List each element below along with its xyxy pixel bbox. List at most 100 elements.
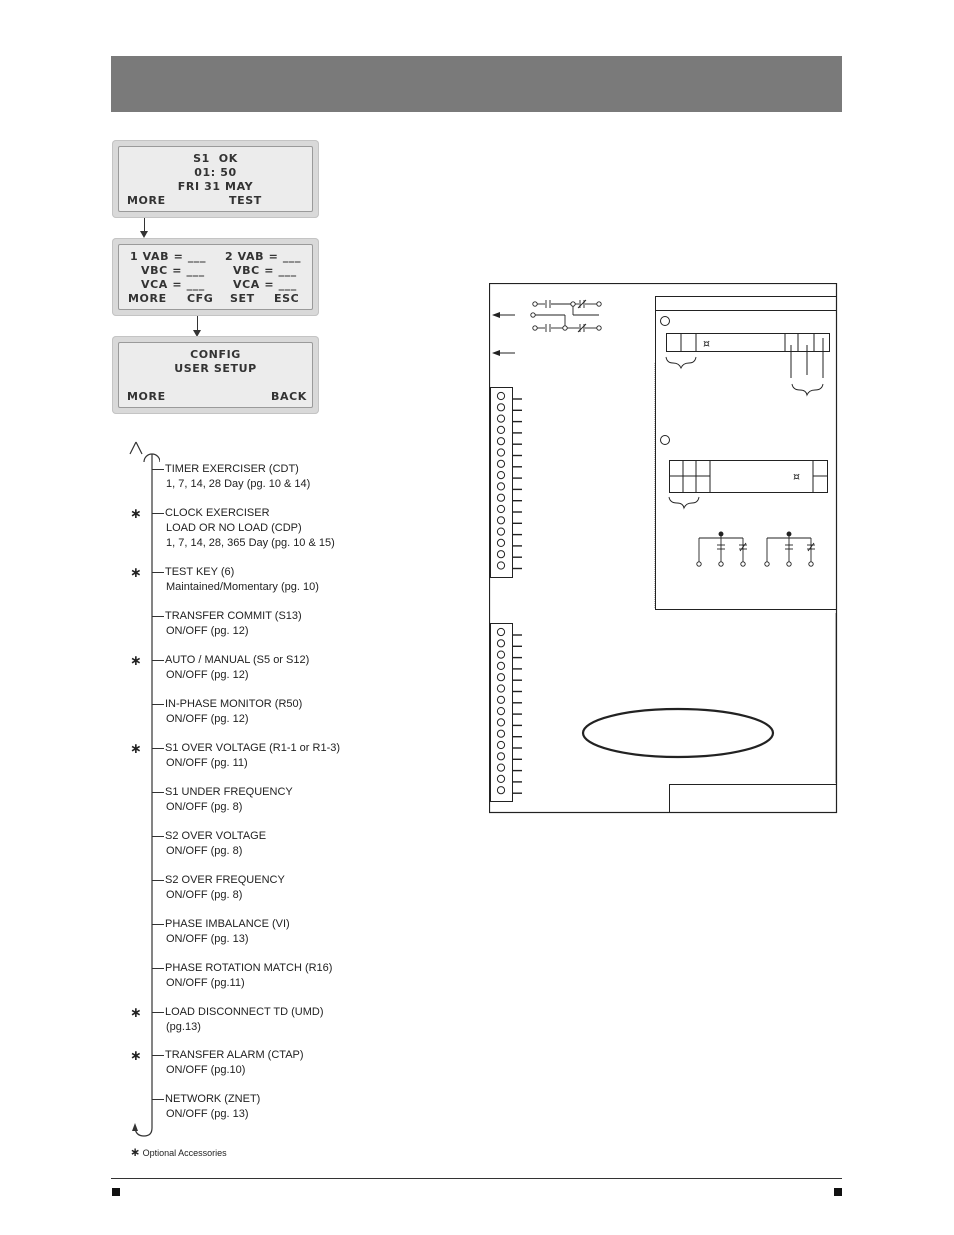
menu-item-title: IN-PHASE MONITOR (R50) — [165, 698, 303, 710]
relay-symbol: ¤ — [703, 337, 710, 350]
lcd-screen-voltage: 1 VAB = ___ 2 VAB = ___ VBC = ___ VBC = … — [112, 238, 319, 316]
terminal-screw — [496, 774, 506, 783]
menu-item-title: TRANSFER COMMIT (S13) — [165, 610, 302, 622]
terminal-screw — [496, 673, 506, 682]
header-bar — [111, 56, 842, 112]
menu-item-title: PHASE IMBALANCE (VI) — [165, 918, 290, 930]
terminal-screw — [496, 550, 506, 559]
lcd-value: VBC = ___ — [233, 264, 297, 277]
terminal-screw — [496, 684, 506, 693]
lcd-screen-status: S1 OK 01: 50 FRI 31 MAY MORE TEST — [112, 140, 319, 218]
terminal-screw — [496, 414, 506, 423]
lcd-line: 01: 50 — [194, 166, 237, 179]
menu-item-sub: LOAD OR NO LOAD (CDP) — [166, 522, 302, 534]
softkey-set[interactable]: SET — [230, 292, 255, 305]
terminal-screw — [496, 493, 506, 502]
flow-arrow-head — [193, 330, 201, 337]
footer-marker-right — [834, 1188, 842, 1196]
optional-marker: ∗ — [130, 741, 142, 757]
terminal-screw — [496, 650, 506, 659]
menu-item-sub: 1, 7, 14, 28, 365 Day (pg. 10 & 15) — [166, 537, 335, 549]
lcd-value: VCA = ___ — [141, 278, 205, 291]
menu-item-sub: ON/OFF (pg. 12) — [166, 669, 249, 681]
menu-item-sub: ON/OFF (pg. 12) — [166, 625, 249, 637]
terminal-screw — [496, 403, 506, 412]
legend: ∗ Optional Accessories — [130, 1145, 227, 1159]
terminal-screw — [496, 718, 506, 727]
terminal-screw — [496, 729, 506, 738]
terminal-block-lower — [496, 627, 522, 795]
menu-item-title: AUTO / MANUAL (S5 or S12) — [165, 654, 310, 666]
lcd-line: S1 OK — [193, 152, 238, 165]
terminal-screw — [496, 482, 506, 491]
terminal-screw — [496, 391, 506, 401]
flow-arrow — [197, 316, 198, 332]
softkey-more[interactable]: MORE — [128, 292, 167, 305]
menu-item-sub: ON/OFF (pg.10) — [166, 1064, 246, 1076]
terminal-screw — [496, 516, 506, 525]
lcd-screen-config: CONFIG USER SETUP MORE BACK — [112, 336, 319, 414]
optional-marker: ∗ — [130, 1005, 142, 1021]
flow-arrow — [144, 218, 145, 233]
terminal-screw — [496, 707, 506, 716]
menu-item-title: TRANSFER ALARM (CTAP) — [165, 1049, 304, 1061]
lcd-line: CONFIG — [190, 348, 241, 361]
terminal-screw — [496, 695, 506, 704]
relay-contacts — [530, 299, 602, 333]
terminal-screw — [496, 661, 506, 670]
legend-text: Optional Accessories — [142, 1148, 227, 1158]
terminal-block-upper — [496, 391, 522, 570]
lcd-line: USER SETUP — [174, 362, 257, 375]
menu-item-sub: ON/OFF (pg. 13) — [166, 933, 249, 945]
menu-item-sub: (pg.13) — [166, 1021, 201, 1033]
optional-marker: ∗ — [130, 565, 142, 581]
menu-item-title: TIMER EXERCISER (CDT) — [165, 463, 299, 475]
terminal-screw — [496, 740, 506, 750]
menu-item-sub: ON/OFF (pg. 13) — [166, 1108, 249, 1120]
terminal-screw — [496, 538, 506, 547]
menu-item-sub: ON/OFF (pg. 8) — [166, 801, 243, 813]
softkey-back[interactable]: BACK — [271, 390, 307, 403]
softkey-cfg[interactable]: CFG — [187, 292, 214, 305]
menu-item-title: NETWORK (ZNET) — [165, 1093, 261, 1105]
terminal-screw — [496, 561, 506, 570]
terminal-screw — [496, 627, 506, 637]
menu-item-sub: ON/OFF (pg. 8) — [166, 845, 243, 857]
menu-item-sub: ON/OFF (pg. 8) — [166, 889, 243, 901]
optional-marker: ∗ — [130, 1048, 142, 1064]
menu-loop-bracket — [129, 441, 160, 1137]
softkey-more[interactable]: MORE — [127, 194, 166, 207]
legend-symbol: ∗ — [130, 1145, 141, 1159]
terminal-screw — [496, 504, 506, 514]
menu-item-title: LOAD DISCONNECT TD (UMD) — [165, 1006, 324, 1018]
softkey-more[interactable]: MORE — [127, 390, 166, 403]
footer-marker-left — [112, 1188, 120, 1196]
terminal-screw — [496, 763, 506, 772]
terminal-screw — [496, 459, 506, 468]
terminal-screw — [496, 448, 506, 457]
footer-rule — [111, 1178, 842, 1179]
terminal-screw — [496, 639, 506, 648]
softkey-test[interactable]: TEST — [229, 194, 262, 207]
lcd-value: 2 VAB = ___ — [225, 250, 302, 263]
menu-item-sub: ON/OFF (pg. 12) — [166, 713, 249, 725]
menu-item-title: PHASE ROTATION MATCH (R16) — [165, 962, 333, 974]
menu-item-title: S1 UNDER FREQUENCY — [165, 786, 293, 798]
menu-item-title: S1 OVER VOLTAGE (R1-1 or R1-3) — [165, 742, 341, 754]
menu-item-sub: Maintained/Momentary (pg. 10) — [166, 581, 319, 593]
terminal-screw — [496, 752, 506, 761]
softkey-esc[interactable]: ESC — [274, 292, 300, 305]
flow-arrow-head — [140, 231, 148, 238]
optional-marker: ∗ — [130, 506, 142, 522]
terminal-screw — [496, 786, 506, 795]
aux-contacts-left — [696, 531, 747, 567]
lcd-line: FRI 31 MAY — [177, 180, 254, 193]
lcd-value: VBC = ___ — [141, 264, 205, 277]
menu-item-sub: ON/OFF (pg.11) — [166, 977, 245, 989]
menu-item-title: S2 OVER VOLTAGE — [165, 830, 267, 842]
menu-item-title: S2 OVER FREQUENCY — [165, 874, 285, 886]
terminal-screw — [496, 471, 506, 480]
menu-item-title: CLOCK EXERCISER — [165, 507, 270, 519]
menu-item-sub: 1, 7, 14, 28 Day (pg. 10 & 14) — [166, 478, 311, 490]
menu-item-sub: ON/OFF (pg. 11) — [166, 757, 248, 769]
